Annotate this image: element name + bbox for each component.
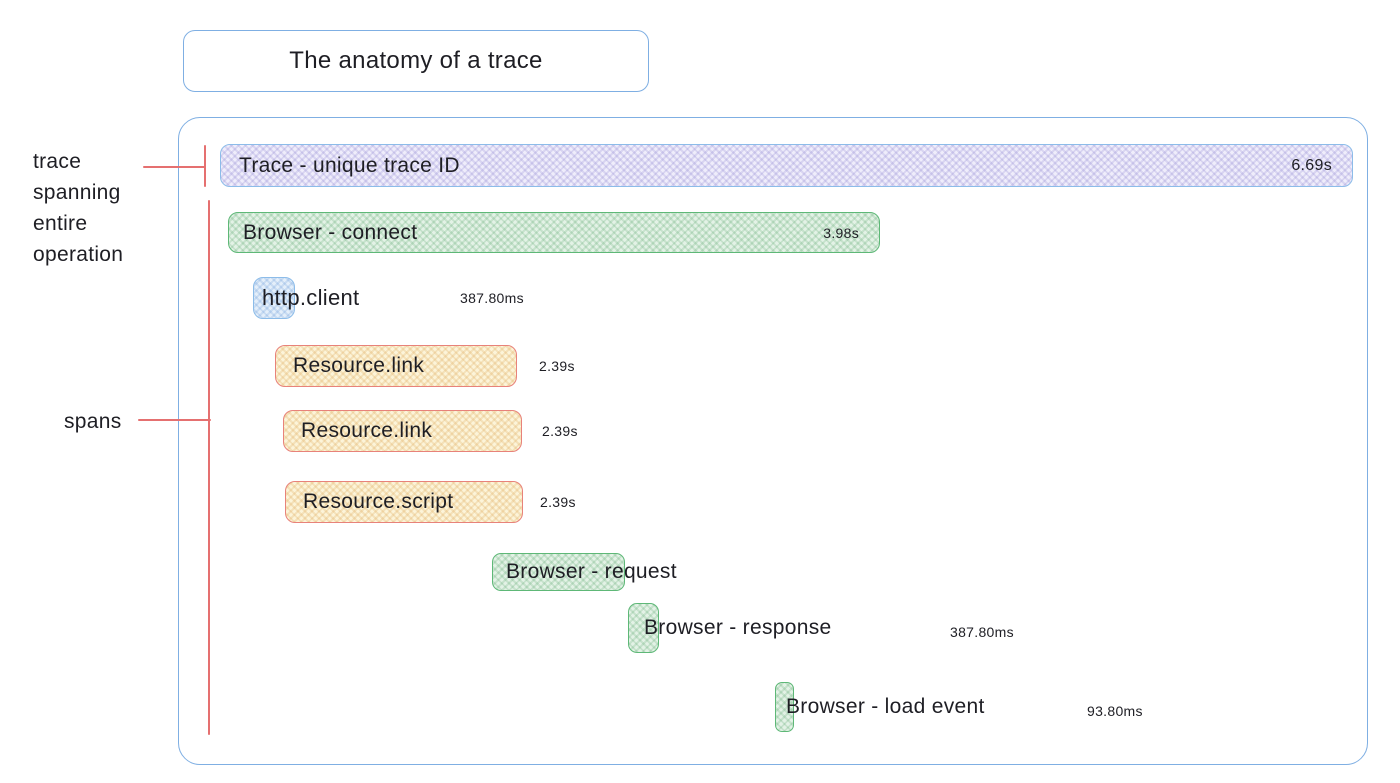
- trace-note-tick-line: [204, 145, 206, 187]
- span-http-client-duration: 387.80ms: [460, 290, 524, 306]
- trace-note-connector-line: [143, 166, 205, 168]
- span-browser-connect-bar: Browser - connect 3.98s: [228, 212, 880, 253]
- span-browser-connect-duration: 3.98s: [823, 224, 859, 241]
- span-resource-link-2-duration: 2.39s: [542, 423, 578, 439]
- span-resource-script-label: Resource.script: [303, 490, 454, 513]
- title-text: The anatomy of a trace: [289, 47, 543, 74]
- trace-container: [178, 117, 1368, 765]
- trace-bar-duration: 6.69s: [1291, 156, 1332, 174]
- span-browser-response-duration: 387.80ms: [950, 624, 1014, 640]
- span-browser-load-event-box: [775, 682, 794, 732]
- title-box: The anatomy of a trace: [183, 30, 649, 92]
- annotation-trace-note-line: trace: [33, 150, 82, 173]
- span-browser-load-event-label: Browser - load event: [786, 695, 985, 718]
- span-resource-link-2-label: Resource.link: [301, 419, 433, 442]
- span-browser-request-box: [492, 553, 625, 591]
- span-resource-link-1-box: Resource.link: [275, 345, 517, 387]
- span-browser-request-label: Browser - request: [506, 560, 677, 583]
- annotation-spans-note-text: spans: [64, 410, 122, 433]
- span-resource-link-1-duration: 2.39s: [539, 358, 575, 374]
- span-resource-link-2-box: Resource.link: [283, 410, 522, 452]
- trace-bar-label: Trace - unique trace ID: [239, 153, 460, 177]
- annotation-spans-note: spans: [64, 406, 122, 437]
- spans-bracket-line: [208, 200, 210, 735]
- span-http-client-box: [253, 277, 295, 319]
- annotation-trace-note-line: operation: [33, 243, 124, 266]
- span-browser-connect-label: Browser - connect: [243, 220, 418, 244]
- trace-bar: Trace - unique trace ID 6.69s: [220, 144, 1353, 187]
- span-browser-load-event-duration: 93.80ms: [1087, 703, 1143, 719]
- annotation-trace-note: trace spanning entire operation: [33, 146, 123, 270]
- annotation-trace-note-line: entire: [33, 212, 88, 235]
- span-resource-link-1-label: Resource.link: [293, 354, 425, 377]
- span-browser-response-box: [628, 603, 659, 653]
- annotation-trace-note-line: spanning: [33, 181, 121, 204]
- span-resource-script-box: Resource.script: [285, 481, 523, 523]
- spans-note-connector-line: [138, 419, 211, 421]
- span-http-client-label: http.client: [262, 285, 360, 310]
- span-resource-script-duration: 2.39s: [540, 494, 576, 510]
- span-browser-response-label: Browser - response: [644, 616, 832, 639]
